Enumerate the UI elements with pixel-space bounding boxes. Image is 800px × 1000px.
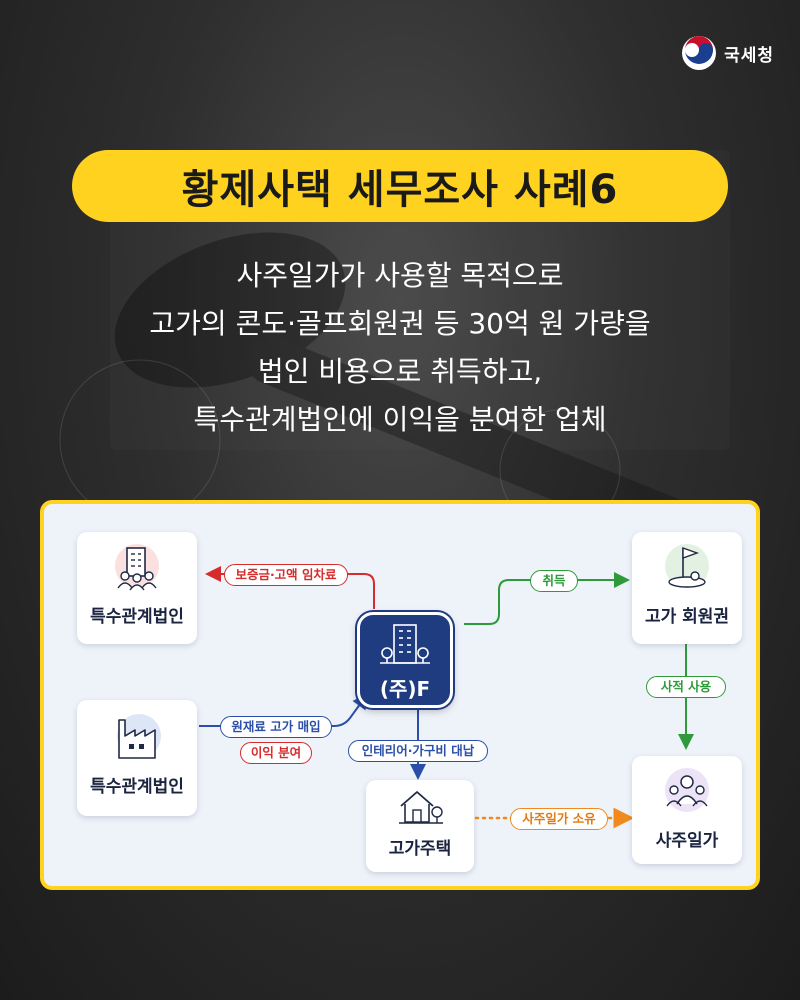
deposit-rent-label: 보증금·고액 임차료: [224, 564, 348, 586]
company-f-label: (주)F: [379, 677, 431, 701]
raw-material-purchase-label: 원재료 고가 매입: [220, 716, 332, 738]
description-line: 고가의 콘도·골프회원권 등 30억 원 가량을: [149, 307, 651, 340]
owner-family-label: 사주일가: [655, 831, 719, 851]
related-company-top-card: 특수관계법인: [77, 532, 197, 644]
description-line: 사주일가가 사용할 목적으로: [236, 259, 564, 292]
related-company-bottom-card: 특수관계법인: [77, 700, 197, 816]
related-company-label: 특수관계법인: [90, 777, 184, 797]
page-title: 황제사택 세무조사 사례6: [181, 167, 619, 213]
logo: 국세청: [682, 36, 774, 70]
owner-family-card: 사주일가: [632, 756, 742, 864]
description-line: 특수관계법인에 이익을 분여한 업체: [193, 403, 607, 436]
membership-label: 고가 회원권: [644, 607, 730, 627]
taegeuk-logo-icon: [682, 36, 717, 70]
factory-icon: [109, 710, 165, 766]
description-line: 법인 비용으로 취득하고,: [257, 355, 543, 388]
diagram-panel: 특수관계법인 특수관계법인 고가 회원권: [40, 500, 760, 890]
title-banner: 황제사택 세무조사 사례6: [72, 150, 728, 222]
house-card: 고가주택: [366, 780, 474, 872]
office-building-icon: [380, 624, 430, 664]
owner-ownership-label: 사주일가 소유: [510, 808, 608, 830]
golf-flag-icon: [659, 542, 715, 596]
org-name: 국세청: [724, 45, 774, 66]
acquire-label: 취득: [530, 570, 578, 592]
interior-furniture-label: 인테리어·가구비 대납: [348, 740, 488, 762]
related-company-label: 특수관계법인: [90, 607, 184, 627]
profit-share-label: 이익 분여: [240, 742, 312, 764]
building-people-icon: [109, 542, 165, 596]
house-icon: [395, 786, 445, 832]
company-f-node: (주)F: [357, 612, 453, 708]
house-label: 고가주택: [388, 839, 452, 859]
membership-card: 고가 회원권: [632, 532, 742, 644]
people-group-icon: [659, 766, 715, 820]
private-use-label: 사적 사용: [646, 676, 726, 698]
description: 사주일가가 사용할 목적으로 고가의 콘도·골프회원권 등 30억 원 가량을 …: [40, 252, 760, 444]
